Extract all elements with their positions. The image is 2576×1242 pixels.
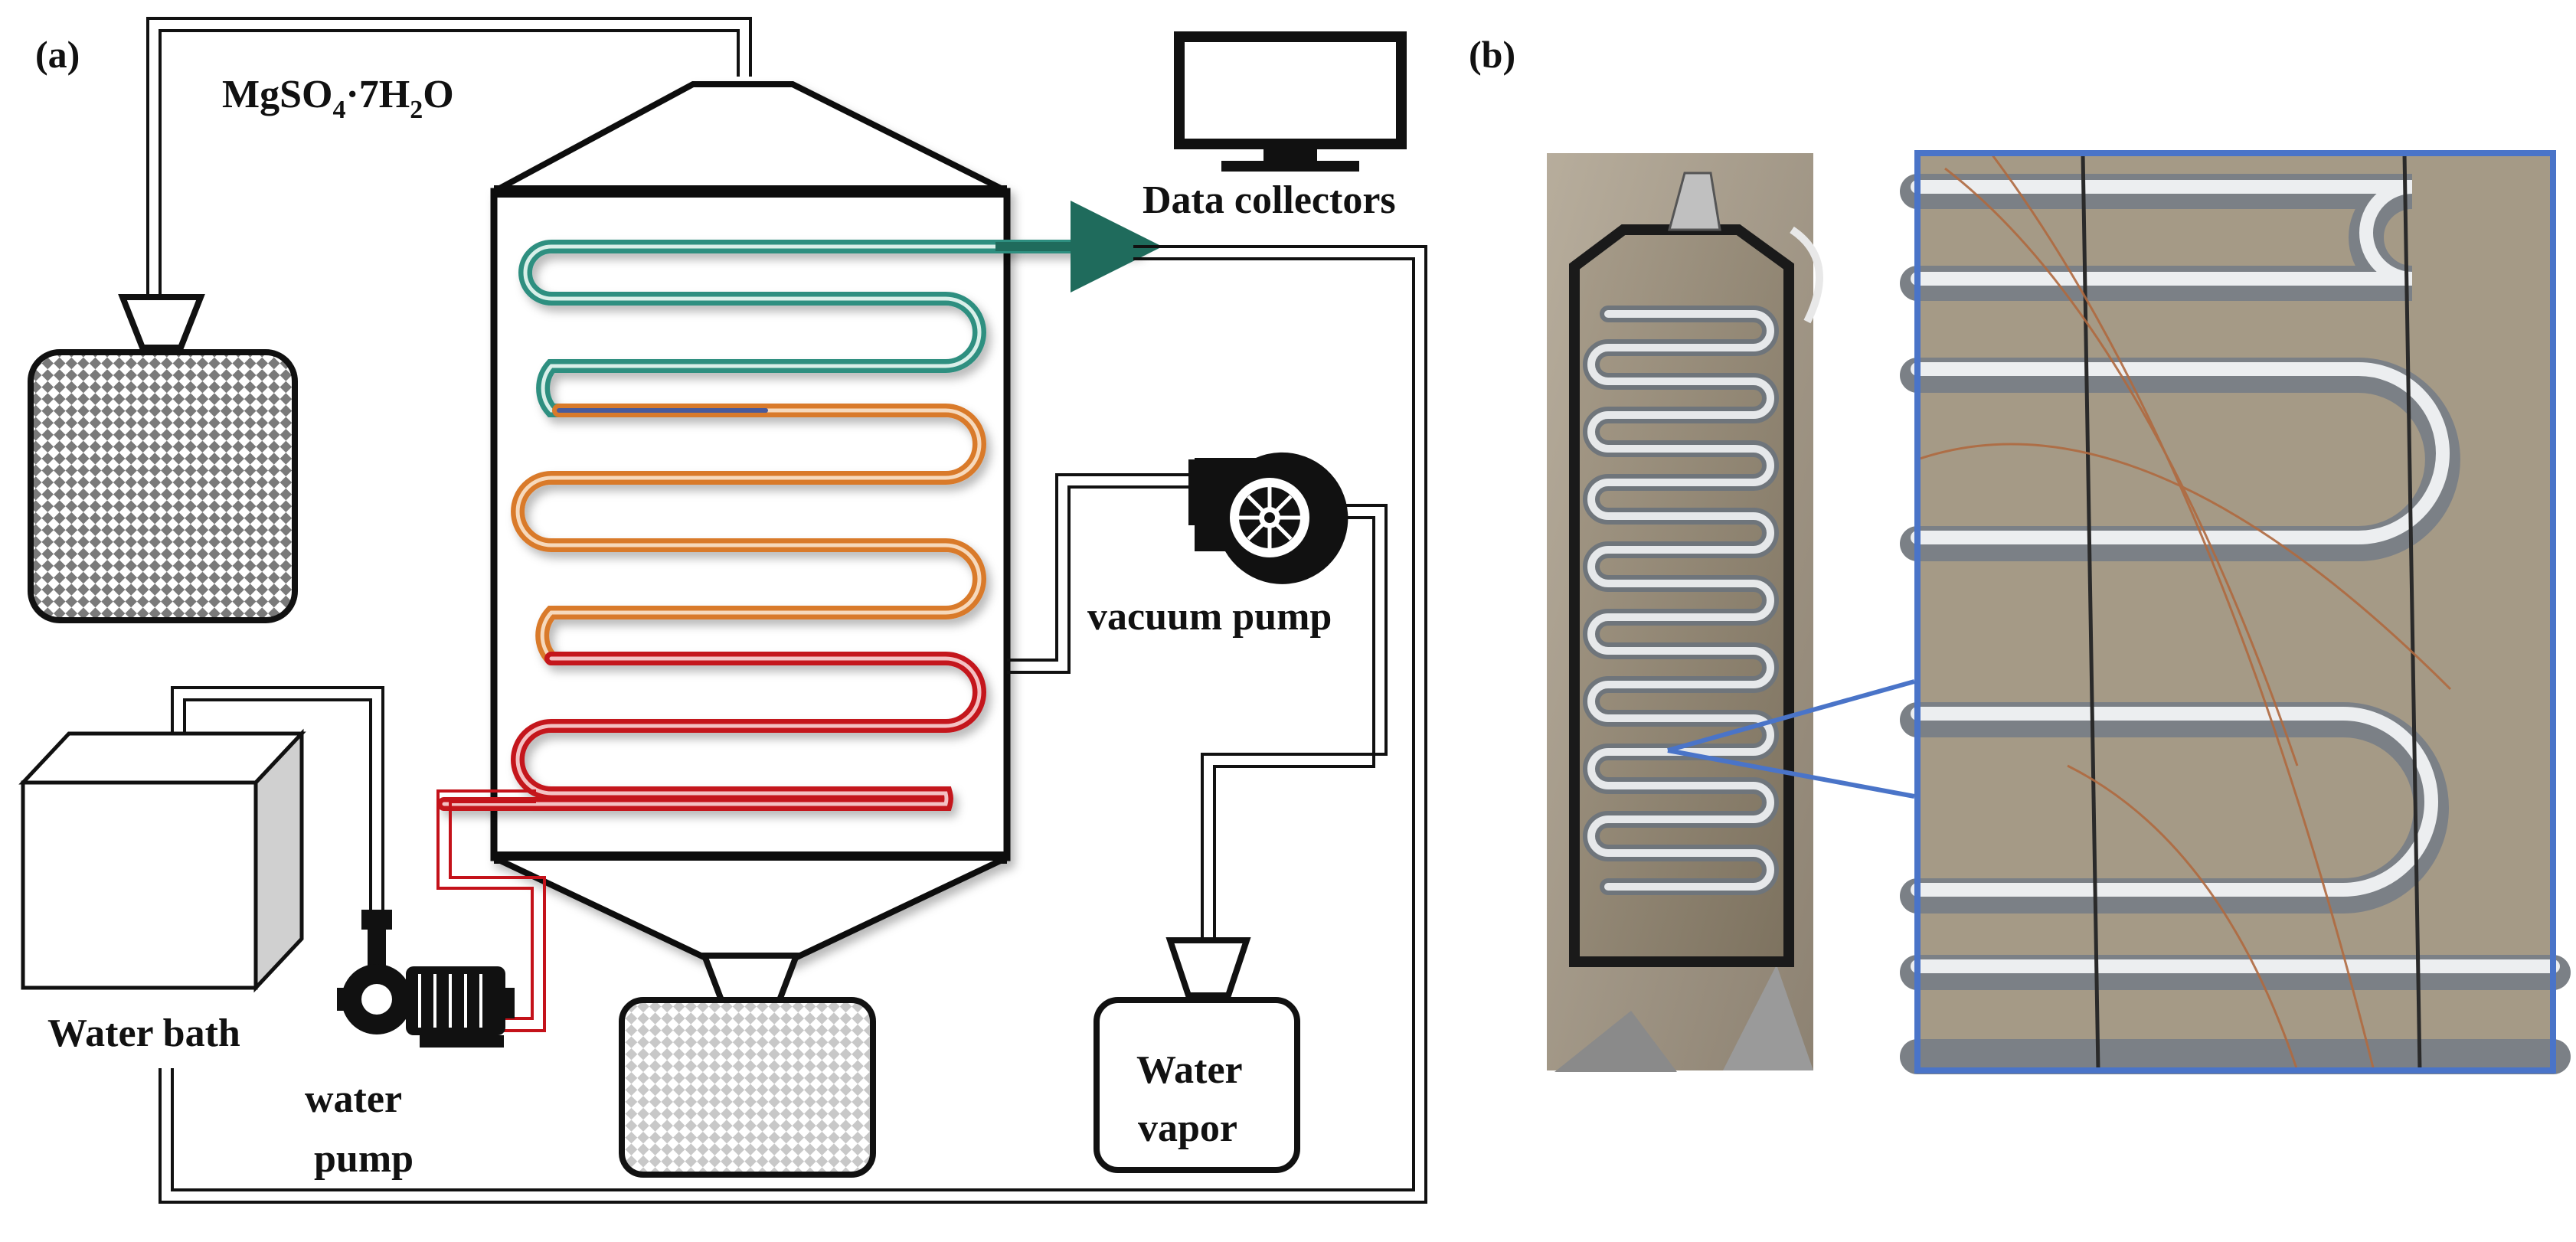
heat-exchanger-coil bbox=[437, 240, 1140, 811]
vacuum-pump-icon bbox=[1188, 452, 1348, 584]
panel-label-a: (a) bbox=[35, 33, 80, 76]
water-pump-label-line1: water bbox=[305, 1077, 402, 1121]
data-collectors-label: Data collectors bbox=[1143, 178, 1396, 222]
reactor-interior-photo bbox=[1547, 153, 1823, 1072]
water-bath-box bbox=[18, 728, 306, 993]
water-vapor-label-line1: Water bbox=[1136, 1048, 1243, 1092]
zoom-connector bbox=[1667, 679, 1915, 799]
bath-to-pump-pipe bbox=[171, 686, 384, 911]
monitor-icon bbox=[1174, 31, 1407, 172]
reactor-vessel bbox=[490, 81, 1011, 964]
hot-water-inlet-pipe bbox=[436, 789, 546, 1032]
water-vapor-label-line2: vapor bbox=[1138, 1106, 1237, 1150]
tube-closeup-photo bbox=[1900, 150, 2571, 1074]
vacuum-line bbox=[1007, 473, 1388, 942]
salt-formula-label: MgSO4·7H2O bbox=[222, 73, 454, 124]
product-collector-container bbox=[619, 953, 876, 1178]
water-bath-label: Water bath bbox=[47, 1012, 240, 1055]
water-pump-icon bbox=[337, 910, 515, 1048]
panel-label-b: (b) bbox=[1469, 33, 1515, 76]
water-pump-label-line2: pump bbox=[314, 1137, 414, 1181]
water-vapor-container bbox=[1093, 937, 1300, 1173]
salt-feed-pipe bbox=[146, 17, 752, 299]
signal-return-pipe bbox=[159, 245, 1427, 1204]
vacuum-pump-label: vacuum pump bbox=[1087, 595, 1332, 639]
salt-storage-container bbox=[28, 294, 298, 623]
